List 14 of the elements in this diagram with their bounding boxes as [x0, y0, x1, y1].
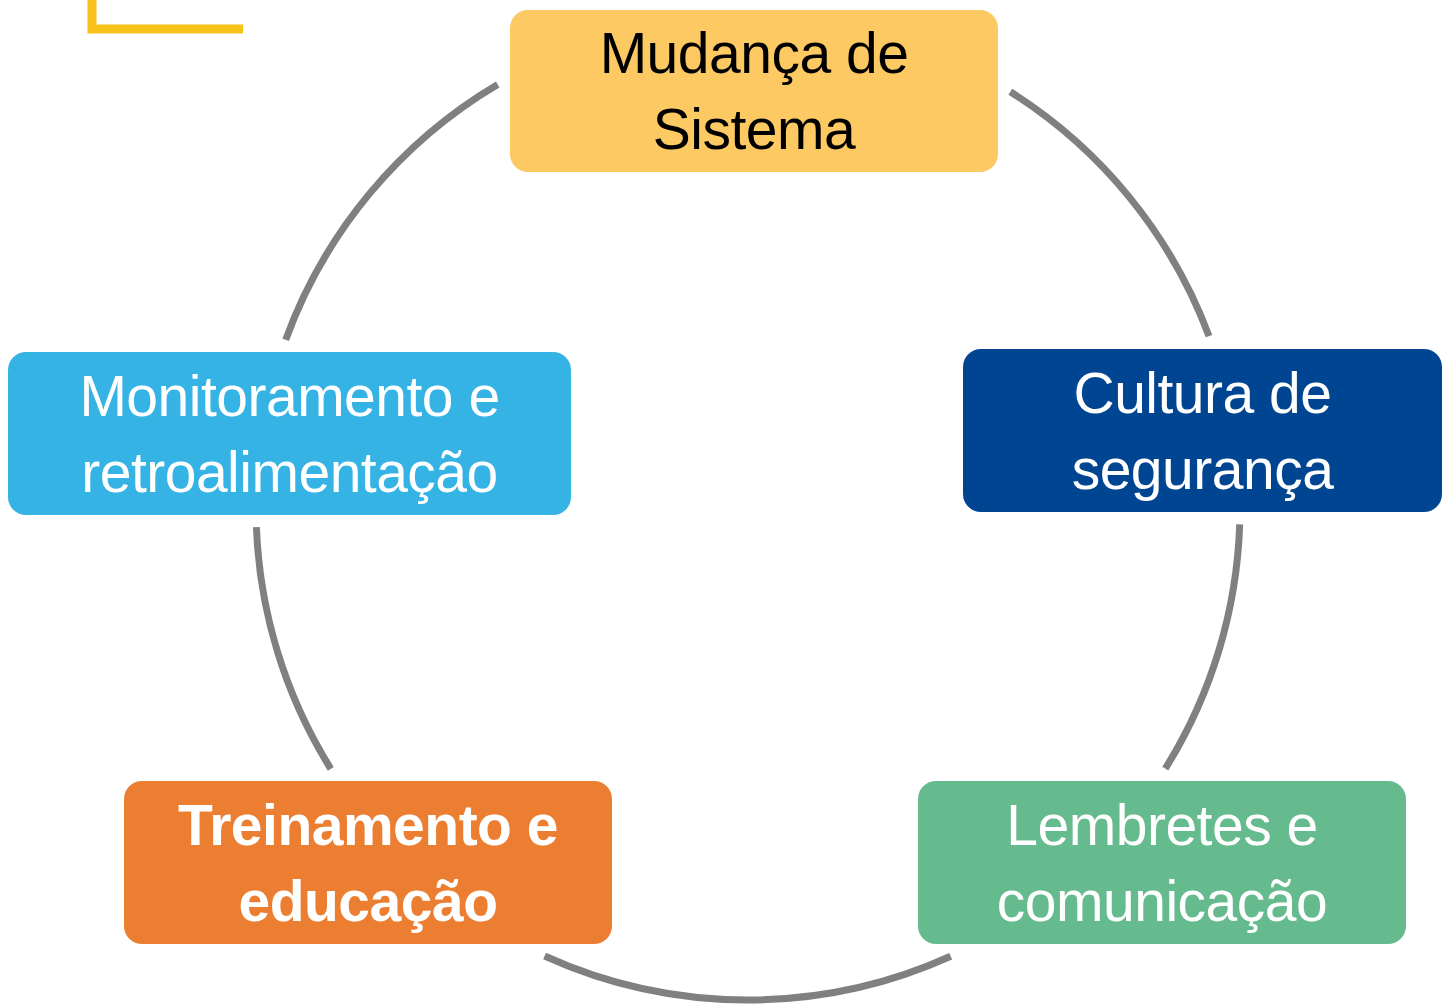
node-label: Monitoramento e retroalimentação: [78, 362, 501, 506]
process-box: [124, 781, 612, 944]
process-box: [918, 781, 1406, 944]
node-label: Mudança de Sistema: [598, 20, 910, 163]
process-box: [8, 352, 571, 515]
node-label: Treinamento e educação: [177, 791, 559, 935]
cycle-arc: [282, 81, 500, 342]
process-box: [963, 349, 1442, 512]
node-label: Cultura de segurança: [1070, 359, 1335, 503]
cycle-arc: [543, 952, 952, 1003]
cycle-arc: [1008, 88, 1213, 338]
process-box: [510, 10, 998, 172]
node-label: Lembretes e comunicação: [995, 791, 1329, 935]
cycle-arc: [252, 526, 334, 771]
